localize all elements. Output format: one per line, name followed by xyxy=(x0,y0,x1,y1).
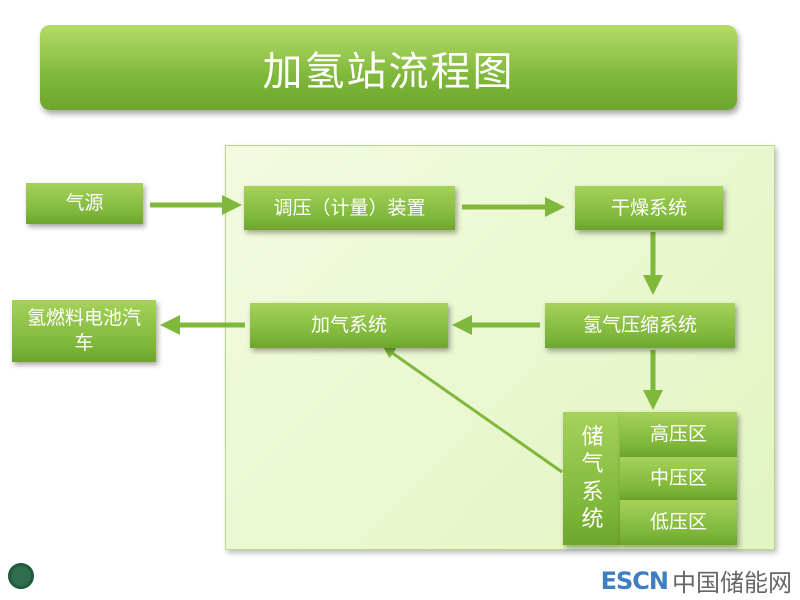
arrow-storage-dispenser xyxy=(383,346,563,474)
storage-label-char: 系 xyxy=(581,479,604,505)
vehicle-node: 氢燃料电池汽车 xyxy=(12,300,156,362)
storage-label-char: 气 xyxy=(581,452,604,477)
storage-node: 储 气 系 统 xyxy=(563,412,620,545)
compressor-node: 氢气压缩系统 xyxy=(545,303,735,348)
dispenser-node: 加气系统 xyxy=(250,303,448,348)
storage-label-char: 统 xyxy=(581,507,604,532)
logo-cn: 中国储能网 xyxy=(672,569,792,597)
page-title: 加氢站流程图 xyxy=(40,25,737,110)
source-node: 气源 xyxy=(26,183,143,224)
logo-brand: ESCN xyxy=(600,566,669,595)
storage-label-char: 储 xyxy=(581,424,604,450)
regulator-node: 调压（计量）装置 xyxy=(244,186,455,230)
dryer-node: 干燥系统 xyxy=(575,186,723,230)
low-pressure-zone: 低压区 xyxy=(620,500,737,545)
high-pressure-zone: 高压区 xyxy=(620,412,737,457)
medium-pressure-zone: 中压区 xyxy=(620,457,737,500)
escn-logo: ESCN 中国储能网 xyxy=(601,563,792,598)
seal-logo xyxy=(8,563,34,589)
